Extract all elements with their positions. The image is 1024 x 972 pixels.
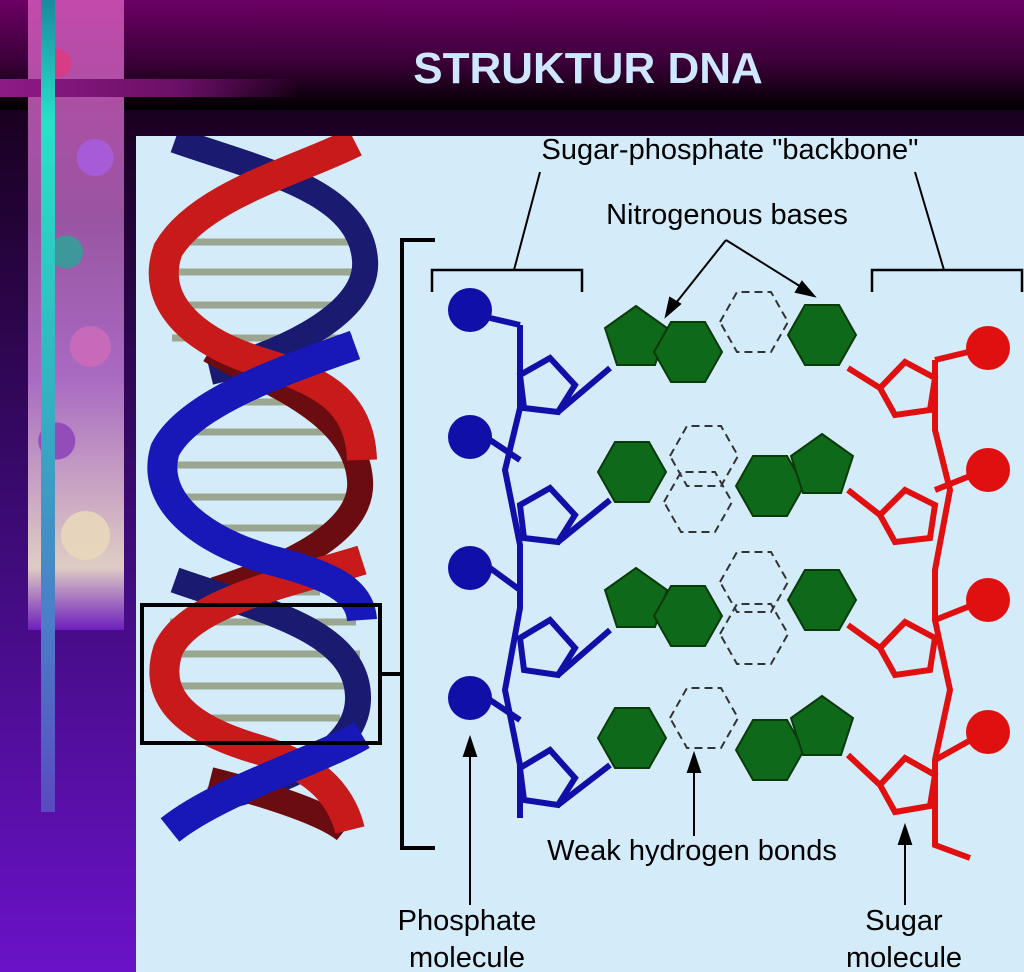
bottom-arrows: [462, 734, 913, 905]
phosphate-6: [966, 448, 1010, 492]
phosphate-1: [448, 288, 492, 332]
helix-red-front-1: [148, 136, 377, 462]
label-phosphate-line2: molecule: [409, 942, 525, 972]
sugar-strand: [845, 345, 987, 861]
decorative-bar: [0, 79, 300, 97]
label-sugar-line2: molecule: [846, 942, 962, 972]
phosphate-groups-right: [966, 326, 1010, 754]
phosphate-5: [966, 326, 1010, 370]
base-pair-4: [597, 687, 854, 781]
slide-title: STRUKTUR DNA: [413, 44, 763, 93]
phosphate-strand: [488, 315, 612, 818]
label-sugar-line1: Sugar: [865, 905, 943, 937]
phosphate-7: [966, 578, 1010, 622]
decorative-stripe: [41, 0, 55, 812]
phosphate-8: [966, 710, 1010, 754]
double-helix: [140, 136, 400, 842]
phosphate-4: [448, 676, 492, 720]
backbone-pointer-left: [513, 171, 541, 271]
zoom-bracket: [400, 238, 435, 850]
backbone-bracket-left: [430, 268, 584, 292]
base-pair-3: [604, 551, 857, 665]
label-backbone: Sugar-phosphate "backbone": [542, 136, 919, 166]
base-pair-1: [604, 291, 857, 383]
phosphate-2: [448, 415, 492, 459]
backbone-bracket-right: [870, 268, 1024, 292]
dna-diagram-panel: Sugar-phosphate "backbone" Nitrogenous b…: [136, 136, 1024, 972]
label-hydrogen-bonds: Weak hydrogen bonds: [547, 835, 837, 867]
label-phosphate-line1: Phosphate: [398, 905, 537, 937]
dna-diagram: Sugar-phosphate "backbone" Nitrogenous b…: [140, 136, 1024, 972]
base-pair-2: [597, 425, 854, 533]
backbone-pointer-right: [914, 171, 945, 271]
label-nitrogenous-bases: Nitrogenous bases: [606, 199, 848, 231]
bases-arrows: [664, 239, 817, 319]
phosphate-3: [448, 546, 492, 590]
helix-blue-front-1: [147, 330, 377, 623]
phosphate-groups-left: [448, 288, 492, 720]
